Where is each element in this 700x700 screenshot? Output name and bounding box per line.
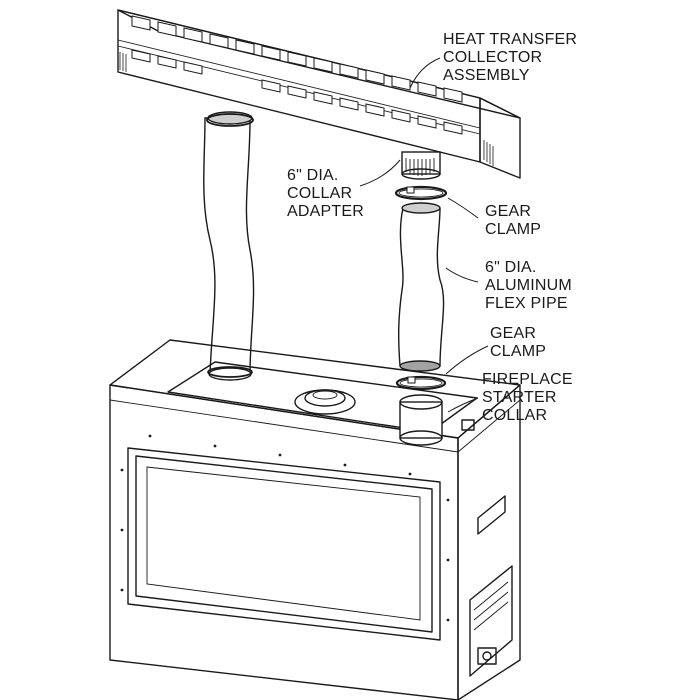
collector-slots <box>131 15 463 103</box>
label-gear-clamp-top: GEAR CLAMP <box>485 203 541 238</box>
label-heat-transfer-line3: ASSEMBLY <box>443 67 530 84</box>
label-heat-transfer-line1: HEAT TRANSFER <box>443 31 577 48</box>
label-flex-pipe-line3: FLEX PIPE <box>485 295 568 312</box>
label-collar-adapter-line2: COLLAR <box>287 185 352 202</box>
label-flex-pipe: 6" DIA. ALUMINUM FLEX PIPE <box>485 259 572 312</box>
collar-adapter <box>401 151 441 180</box>
label-heat-transfer-line2: COLLECTOR <box>443 49 542 66</box>
label-gear-clamp-bottom-line2: CLAMP <box>490 343 546 360</box>
gear-clamp-top <box>394 185 448 201</box>
label-gear-clamp-top-line2: CLAMP <box>485 221 541 238</box>
label-starter-collar-line2: STARTER <box>482 389 557 406</box>
label-heat-transfer: HEAT TRANSFER COLLECTOR ASSEMBLY <box>443 31 577 84</box>
label-flex-pipe-line2: ALUMINUM <box>485 277 572 294</box>
starter-collar <box>399 394 443 446</box>
label-flex-pipe-line1: 6" DIA. <box>485 259 537 276</box>
label-gear-clamp-bottom: GEAR CLAMP <box>490 325 546 360</box>
flex-pipe-left <box>203 111 255 381</box>
label-starter-collar-line3: COLLAR <box>482 407 547 424</box>
label-collar-adapter-line1: 6" DIA. <box>287 167 339 184</box>
heat-transfer-collector <box>117 9 521 179</box>
gear-clamp-bottom <box>395 375 447 391</box>
flex-pipe-right <box>397 202 445 372</box>
label-gear-clamp-top-line1: GEAR <box>485 203 531 220</box>
label-collar-adapter: 6" DIA. COLLAR ADAPTER <box>287 167 364 220</box>
label-gear-clamp-bottom-line1: GEAR <box>490 325 536 342</box>
fireplace-unit <box>109 339 521 700</box>
leader-lines <box>359 57 489 413</box>
label-starter-collar: FIREPLACE STARTER COLLAR <box>482 371 573 424</box>
label-collar-adapter-line3: ADAPTER <box>287 203 364 220</box>
label-starter-collar-line1: FIREPLACE <box>482 371 573 388</box>
